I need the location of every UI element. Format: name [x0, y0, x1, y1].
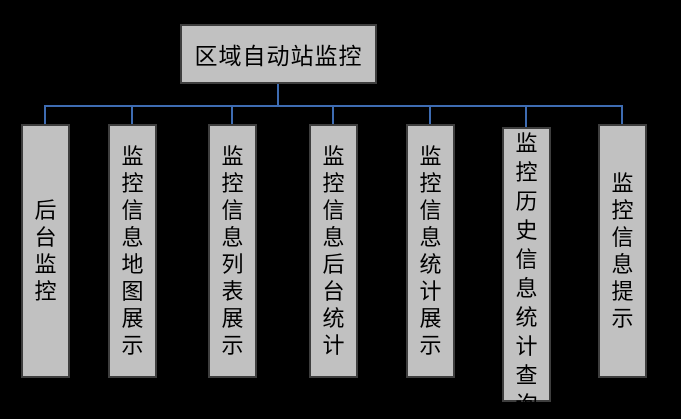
root-node: 区域自动站监控: [180, 24, 377, 84]
connector-drop-5: [429, 105, 431, 126]
connector-drop-3: [231, 105, 233, 126]
connector-drop-1: [44, 105, 46, 126]
node-info-alert: 监控信息提示: [598, 124, 647, 378]
node-backend-statistics-label: 监控信息后台统计: [322, 144, 345, 358]
connector-stem: [277, 84, 279, 105]
node-history-statistics-query: 监控历史信息统计查询: [502, 127, 551, 417]
node-map-display-label: 监控信息地图展示: [121, 144, 144, 358]
node-info-alert-label: 监控信息提示: [611, 171, 634, 331]
connector-drop-6: [525, 105, 527, 129]
node-backend-monitoring: 后台监控: [21, 124, 70, 378]
org-chart: 区域自动站监控 后台监控 监控信息地图展示 监控信息列表展示 监控信息后台统计 …: [21, 24, 647, 417]
connector-drop-4: [332, 105, 334, 126]
node-statistics-display-label: 监控信息统计展示: [419, 144, 442, 358]
root-node-label: 区域自动站监控: [194, 44, 363, 69]
node-backend-monitoring-label: 后台监控: [34, 198, 57, 304]
node-history-statistics-query-label: 监控历史信息统计查询: [515, 131, 538, 417]
node-list-display-label: 监控信息列表展示: [221, 144, 244, 358]
node-statistics-display: 监控信息统计展示: [406, 124, 455, 378]
node-map-display: 监控信息地图展示: [108, 124, 157, 378]
node-backend-statistics: 监控信息后台统计: [309, 124, 358, 378]
connector-drop-2: [131, 105, 133, 126]
connector-drop-7: [621, 105, 623, 126]
node-list-display: 监控信息列表展示: [208, 124, 257, 378]
